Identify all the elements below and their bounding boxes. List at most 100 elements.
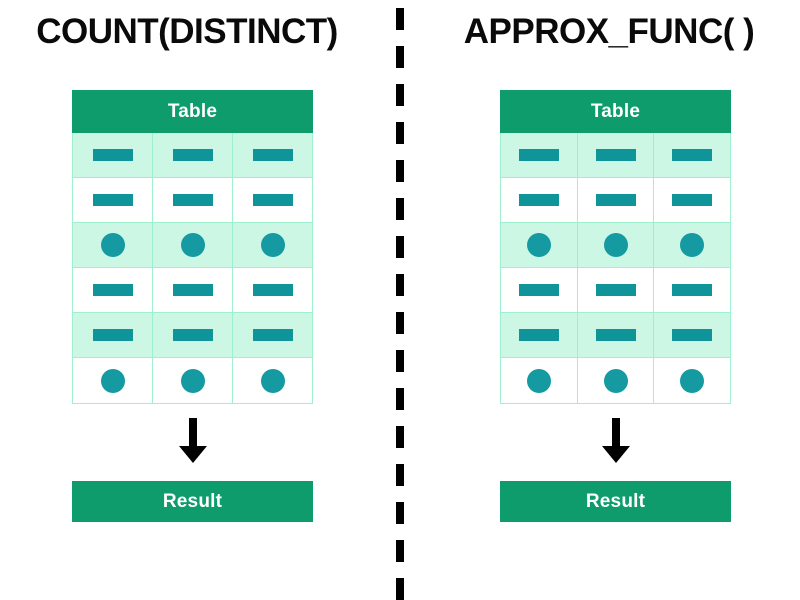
- table-cell: [233, 133, 312, 177]
- table-cell: [73, 133, 153, 177]
- table-cell: [501, 178, 578, 222]
- table-cell: [233, 313, 312, 357]
- table-row: [501, 178, 730, 223]
- divider-dash: [396, 8, 404, 30]
- value-bar-icon: [518, 329, 559, 341]
- table-cell: [233, 268, 312, 312]
- table-cell: [654, 268, 730, 312]
- value-bar-icon: [252, 194, 293, 206]
- table-cell: [73, 268, 153, 312]
- value-dot-icon: [260, 233, 285, 257]
- panel-title-count-distinct: COUNT(DISTINCT): [36, 12, 338, 51]
- divider-dash: [396, 84, 404, 106]
- divider-dash: [396, 578, 404, 600]
- value-bar-icon: [518, 284, 559, 296]
- value-bar-icon: [672, 284, 713, 296]
- panel-approx-func: APPROX_FUNC( ) Table Result: [414, 0, 800, 600]
- value-bar-icon: [672, 194, 713, 206]
- table-row: [501, 313, 730, 358]
- table-block-approx-func: Table: [500, 90, 731, 404]
- divider-dash: [396, 160, 404, 182]
- table-cell: [578, 223, 655, 267]
- table-row: [73, 133, 312, 178]
- value-bar-icon: [172, 194, 213, 206]
- table-cell: [153, 133, 233, 177]
- table-cell: [654, 133, 730, 177]
- value-dot-icon: [526, 233, 551, 257]
- table-block-count-distinct: Table: [72, 90, 313, 404]
- table-cell: [654, 223, 730, 267]
- value-bar-icon: [595, 149, 636, 161]
- table-cell: [654, 313, 730, 357]
- value-bar-icon: [92, 329, 133, 341]
- table-row: [501, 223, 730, 268]
- table-grid: [500, 133, 731, 404]
- table-cell: [233, 358, 312, 403]
- divider-dash: [396, 350, 404, 372]
- value-dot-icon: [526, 368, 551, 393]
- panel-count-distinct: COUNT(DISTINCT) Table Result: [0, 0, 386, 600]
- table-cell: [501, 358, 578, 403]
- table-row: [73, 178, 312, 223]
- table-cell: [501, 223, 578, 267]
- divider-dash: [396, 426, 404, 448]
- table-cell: [654, 358, 730, 403]
- table-cell: [501, 268, 578, 312]
- table-row: [73, 358, 312, 403]
- value-bar-icon: [252, 329, 293, 341]
- value-bar-icon: [172, 149, 213, 161]
- table-grid: [72, 133, 313, 404]
- value-dot-icon: [180, 233, 205, 257]
- table-cell: [153, 358, 233, 403]
- table-cell: [578, 358, 655, 403]
- value-dot-icon: [100, 368, 125, 393]
- value-dot-icon: [260, 368, 285, 393]
- table-cell: [73, 223, 153, 267]
- table-row: [501, 133, 730, 178]
- flow-arrow-wrapper: [72, 418, 313, 464]
- value-dot-icon: [603, 368, 628, 393]
- vertical-dashed-divider: [396, 8, 404, 600]
- value-bar-icon: [595, 284, 636, 296]
- table-cell: [153, 178, 233, 222]
- table-row: [501, 358, 730, 403]
- value-dot-icon: [680, 233, 705, 257]
- value-bar-icon: [172, 329, 213, 341]
- value-bar-icon: [252, 149, 293, 161]
- table-cell: [73, 313, 153, 357]
- value-dot-icon: [603, 233, 628, 257]
- table-cell: [153, 268, 233, 312]
- table-cell: [654, 178, 730, 222]
- table-cell: [501, 133, 578, 177]
- value-bar-icon: [252, 284, 293, 296]
- value-bar-icon: [518, 194, 559, 206]
- value-bar-icon: [595, 329, 636, 341]
- value-bar-icon: [518, 149, 559, 161]
- value-dot-icon: [680, 368, 705, 393]
- table-cell: [153, 223, 233, 267]
- table-cell: [578, 133, 655, 177]
- arrow-down-icon: [601, 418, 631, 464]
- value-dot-icon: [100, 233, 125, 257]
- value-bar-icon: [92, 149, 133, 161]
- divider-dash: [396, 236, 404, 258]
- divider-dash: [396, 198, 404, 220]
- flow-arrow-wrapper: [500, 418, 731, 464]
- divider-dash: [396, 388, 404, 410]
- table-cell: [578, 268, 655, 312]
- table-cell: [501, 313, 578, 357]
- table-cell: [73, 178, 153, 222]
- arrow-down-icon: [178, 418, 208, 464]
- table-row: [501, 268, 730, 313]
- result-bar-count-distinct: Result: [72, 481, 313, 522]
- table-header-label: Table: [500, 90, 731, 133]
- table-cell: [578, 313, 655, 357]
- table-row: [73, 313, 312, 358]
- table-cell: [153, 313, 233, 357]
- divider-dash: [396, 464, 404, 486]
- table-row: [73, 223, 312, 268]
- divider-dash: [396, 540, 404, 562]
- value-bar-icon: [672, 149, 713, 161]
- divider-dash: [396, 122, 404, 144]
- value-bar-icon: [172, 284, 213, 296]
